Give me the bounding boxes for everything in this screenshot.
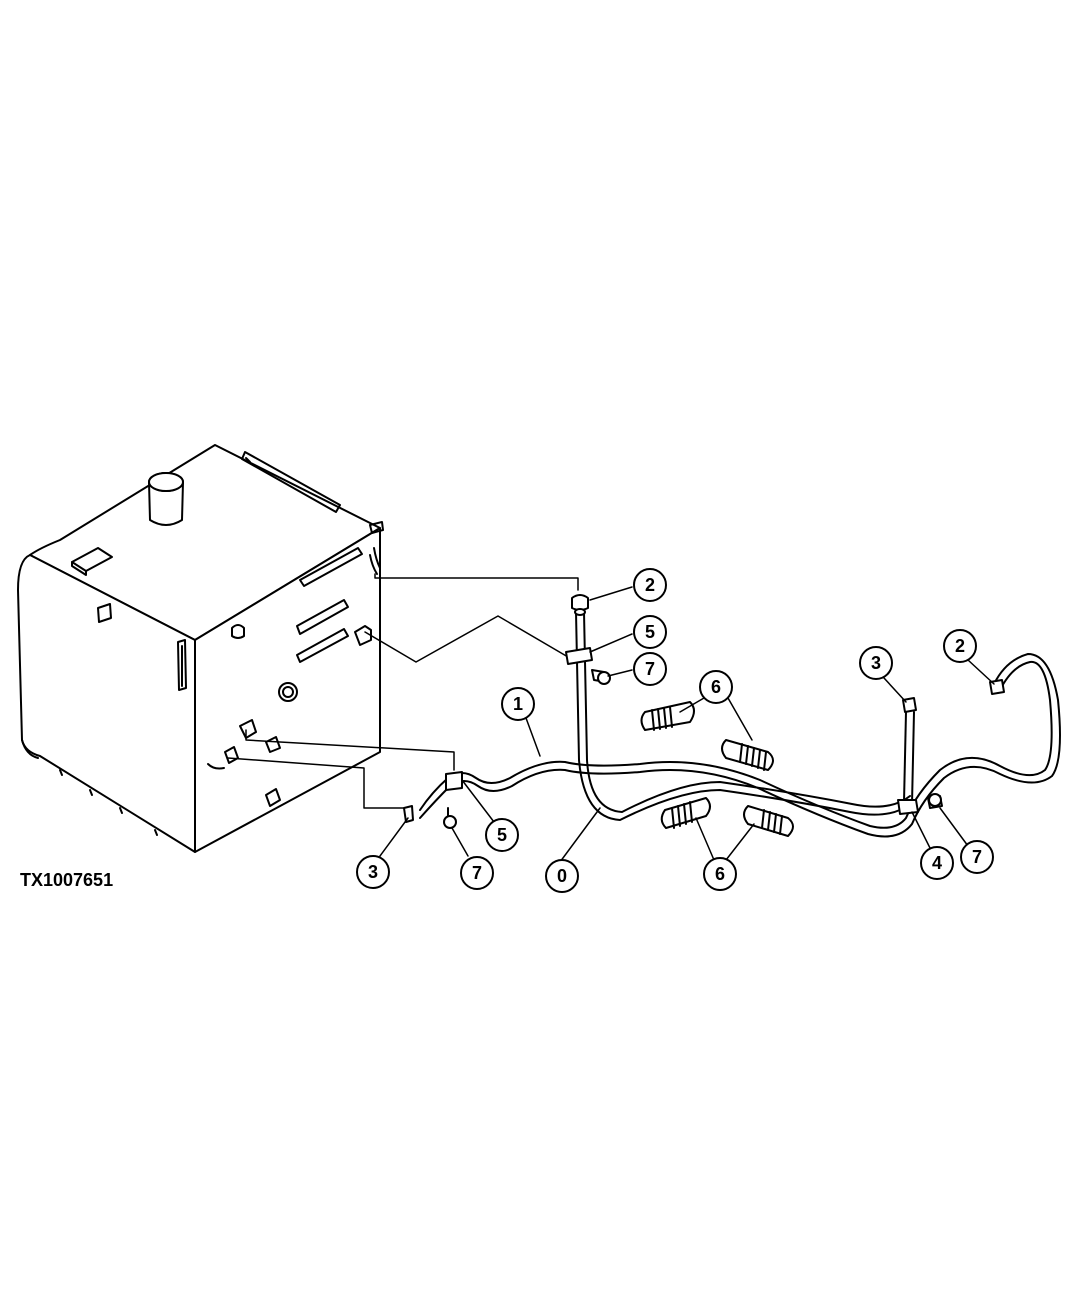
callout-7-lower: 7	[460, 856, 494, 890]
callout-7-upper: 7	[633, 652, 667, 686]
svg-text:4: 4	[932, 853, 942, 873]
callout-4: 4	[920, 846, 954, 880]
callout-2-upper: 2	[633, 568, 667, 602]
callout-6-upper: 6	[699, 670, 733, 704]
svg-text:3: 3	[368, 862, 378, 882]
hose-0	[575, 611, 911, 821]
callout-3-right: 3	[859, 646, 893, 680]
hose-1	[419, 653, 1061, 838]
callout-5-upper: 5	[633, 615, 667, 649]
callout-6-lower: 6	[703, 857, 737, 891]
sleeve-parts	[640, 701, 794, 837]
svg-text:0: 0	[557, 866, 567, 886]
figure-id-label: TX1007651	[20, 870, 114, 890]
connection-lines	[227, 573, 579, 809]
svg-text:6: 6	[715, 864, 725, 884]
svg-text:7: 7	[645, 659, 655, 679]
right-vertical-hose	[903, 711, 915, 805]
callout-7-right: 7	[960, 840, 994, 874]
callouts: 2 5 7 3 2 6 1 5	[356, 568, 994, 893]
svg-text:2: 2	[955, 636, 965, 656]
callout-5-lower: 5	[485, 818, 519, 852]
callout-1: 1	[501, 687, 535, 721]
svg-text:5: 5	[497, 825, 507, 845]
filler-cap	[148, 472, 184, 526]
callout-0: 0	[545, 859, 579, 893]
fuel-tank	[17, 444, 384, 853]
svg-text:3: 3	[871, 653, 881, 673]
callout-3-left: 3	[356, 855, 390, 889]
svg-text:5: 5	[645, 622, 655, 642]
callout-2-right: 2	[943, 629, 977, 663]
svg-text:6: 6	[711, 677, 721, 697]
svg-text:2: 2	[645, 575, 655, 595]
small-parts	[403, 594, 1005, 829]
svg-text:7: 7	[972, 847, 982, 867]
svg-text:1: 1	[513, 694, 523, 714]
callout-leaders	[379, 586, 995, 863]
svg-text:7: 7	[472, 863, 482, 883]
